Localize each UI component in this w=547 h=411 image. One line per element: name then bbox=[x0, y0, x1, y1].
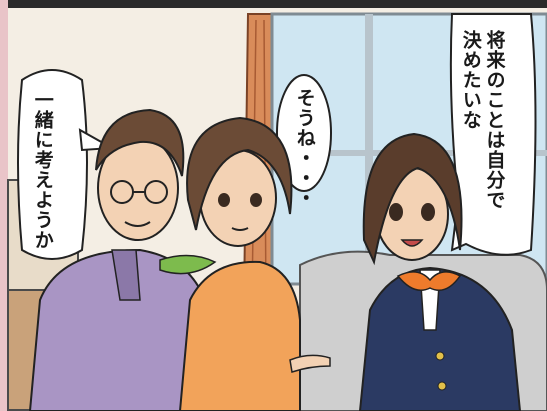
mother-dialogue: そうね・・・ bbox=[292, 88, 316, 208]
father-dialogue: 一緒に考えようか bbox=[30, 90, 54, 250]
daughter-dialogue-line-1: 将来のことは自分で bbox=[483, 30, 506, 210]
mother-dialogue-line-1: そうね・・・ bbox=[293, 88, 316, 208]
daughter-figure bbox=[358, 132, 522, 411]
mother-figure bbox=[159, 116, 331, 411]
speech-bubble-mother bbox=[276, 74, 332, 192]
daughter-dialogue: 将来のことは自分で 決めたいな bbox=[458, 30, 506, 210]
father-dialogue-line-1: 一緒に考えようか bbox=[31, 90, 54, 250]
speech-bubble-daughter bbox=[449, 13, 537, 256]
speech-bubble-father bbox=[17, 69, 88, 260]
father-figure bbox=[28, 108, 218, 411]
daughter-dialogue-line-2: 決めたいな bbox=[459, 30, 482, 130]
